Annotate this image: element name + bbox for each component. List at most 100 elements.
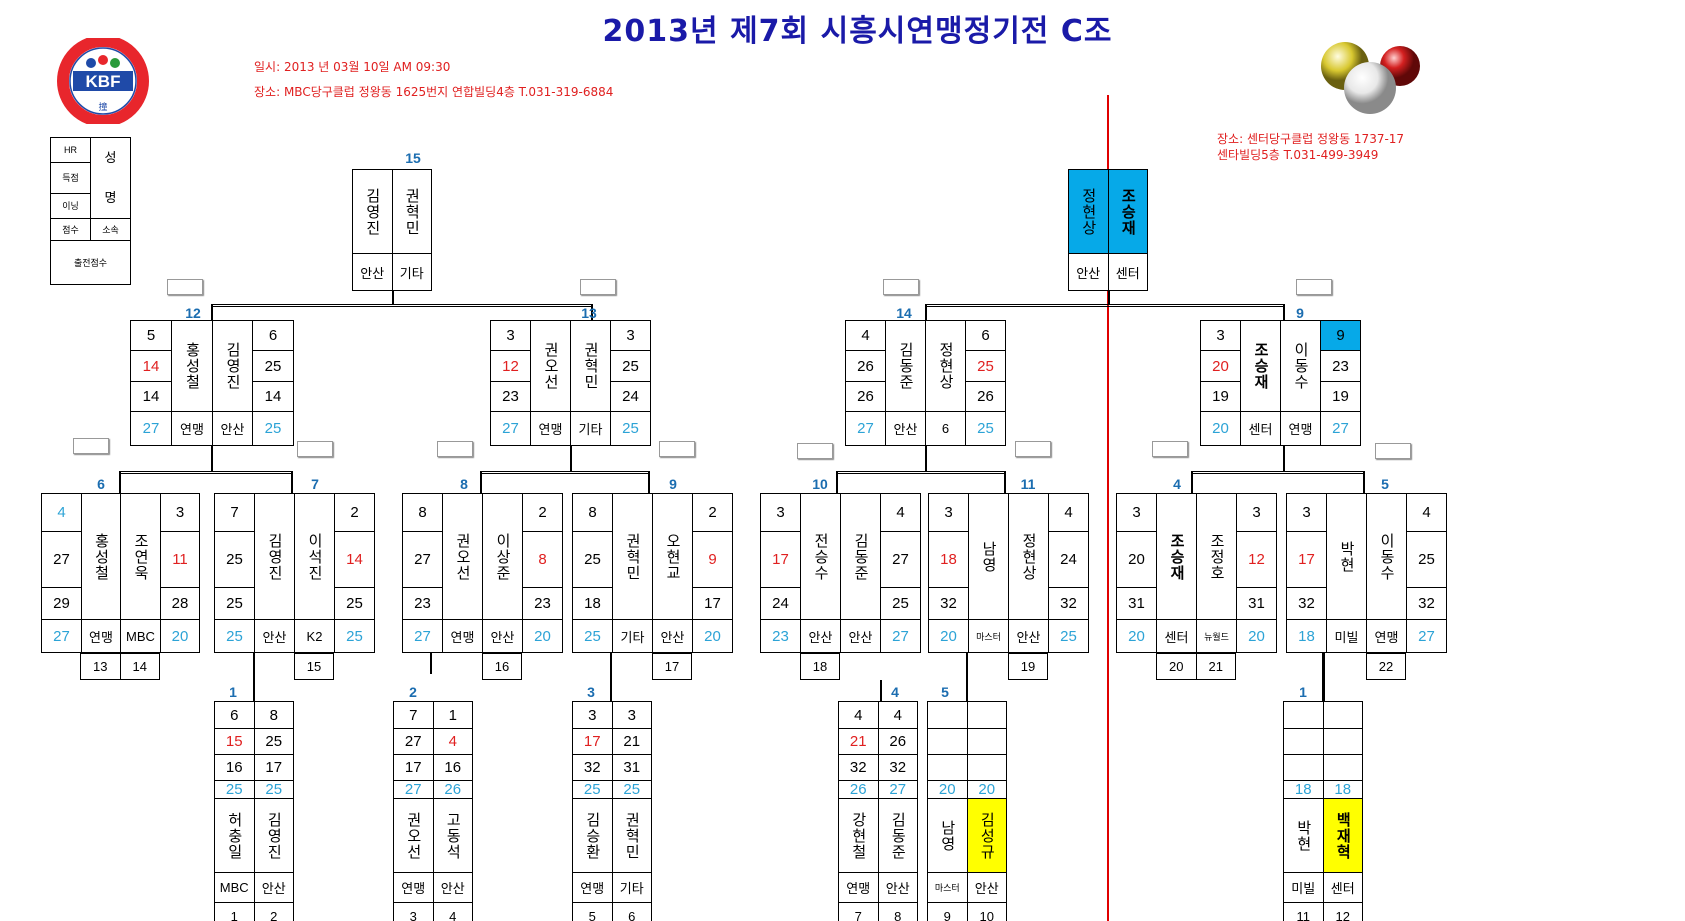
player-name: 김영진 xyxy=(212,319,253,413)
bracket-line xyxy=(1375,443,1411,459)
match-number: 15 xyxy=(405,150,421,166)
score-cell: 안산 xyxy=(253,872,294,903)
score-cell: 26 xyxy=(432,780,473,799)
score-cell: 23 xyxy=(490,380,531,413)
bracket-line xyxy=(1004,471,1006,493)
score-cell: 18 xyxy=(928,531,969,588)
score-cell: 20 xyxy=(1236,619,1277,653)
player-name: 조정호 xyxy=(1196,493,1237,620)
score-cell: 3 xyxy=(760,493,801,532)
score-cell: 32 xyxy=(1048,587,1089,620)
player-name: 권혁민 xyxy=(570,319,611,413)
match-number: 11 xyxy=(1020,476,1036,492)
score-cell: 22 xyxy=(1366,653,1406,680)
score-cell: 8 xyxy=(253,701,294,729)
player-name: 오현교 xyxy=(652,493,693,620)
player-name: 정현상 xyxy=(1008,493,1049,620)
score-cell: HR xyxy=(50,136,91,164)
score-cell: 4 xyxy=(432,728,473,755)
score-cell: 3 xyxy=(1200,319,1241,352)
score-cell: 2 xyxy=(692,493,733,532)
score-cell: 1 xyxy=(214,902,255,921)
score-cell: 20 xyxy=(966,780,1007,799)
score-cell: 연맹 xyxy=(1280,411,1321,446)
score-cell: 25 xyxy=(253,780,294,799)
score-cell: 24 xyxy=(610,380,651,413)
bracket-line xyxy=(1108,291,1110,305)
score-cell: 안산 xyxy=(885,411,926,446)
score-cell: 27 xyxy=(1406,619,1447,653)
score-cell: 15 xyxy=(294,653,334,680)
player-name: 김성규 xyxy=(966,798,1007,873)
match-number: 6 xyxy=(97,476,105,492)
score-cell xyxy=(927,728,968,755)
score-cell: 연맹 xyxy=(81,619,121,653)
score-cell: 27 xyxy=(130,411,172,446)
score-cell: 4 xyxy=(845,319,886,352)
bracket-line xyxy=(883,279,919,295)
score-cell: 안산 xyxy=(1068,253,1109,291)
score-cell: 25 xyxy=(1406,531,1447,588)
bracket-line xyxy=(570,446,572,472)
score-cell: 연맹 xyxy=(393,872,434,903)
score-cell: 득점 xyxy=(50,162,91,194)
score-cell: 4 xyxy=(1406,493,1447,532)
player-name: 김영진 xyxy=(254,493,295,620)
score-cell: 25 xyxy=(334,619,375,653)
score-cell: MBC xyxy=(120,619,161,653)
player-name: 권혁민 xyxy=(612,493,653,620)
score-cell: 3 xyxy=(1116,493,1157,532)
bracket-line xyxy=(880,680,882,701)
score-cell: 13 xyxy=(80,653,121,680)
score-cell: 25 xyxy=(965,350,1006,382)
score-cell: 11 xyxy=(1283,902,1324,921)
score-cell: 8 xyxy=(402,493,443,532)
match-number: 10 xyxy=(812,476,828,492)
venue-center-line1: 장소: 센터당구클럽 정왕동 1737-17 xyxy=(1217,132,1405,146)
score-cell: 1 xyxy=(432,701,473,729)
score-cell: 25 xyxy=(572,531,613,588)
venue-center-line2: 센타빌딩5층 T.031-499-3949 xyxy=(1217,148,1379,162)
bracket-line xyxy=(119,471,293,474)
score-cell: 20 xyxy=(928,619,969,653)
bracket-line xyxy=(392,291,394,305)
bracket-line xyxy=(430,672,432,674)
division-line xyxy=(1107,95,1109,921)
score-cell: 25 xyxy=(1048,619,1089,653)
score-cell: 12 xyxy=(1236,531,1277,588)
score-cell: MBC xyxy=(214,872,255,903)
score-cell: 18 xyxy=(1322,780,1363,799)
match-number: 13 xyxy=(581,305,597,321)
score-cell: 27 xyxy=(845,411,886,446)
player-name: 허충일 xyxy=(214,798,255,873)
score-cell: 3 xyxy=(160,493,200,532)
score-cell xyxy=(927,754,968,781)
score-cell xyxy=(966,701,1007,729)
player-name: 김영진 xyxy=(253,798,294,873)
bracket-line xyxy=(925,304,927,320)
score-cell: 20 xyxy=(1200,411,1241,446)
score-cell: 안산 xyxy=(432,872,473,903)
score-cell: 25 xyxy=(611,780,652,799)
score-cell: 2 xyxy=(522,493,563,532)
score-cell: 4 xyxy=(432,902,473,921)
bracket-line xyxy=(253,653,255,701)
player-name: 이동수 xyxy=(1280,319,1321,413)
score-cell: 센터 xyxy=(1156,619,1197,653)
score-cell: 3 xyxy=(611,701,652,729)
player-name: 박현 xyxy=(1283,798,1324,873)
score-cell: 4 xyxy=(1048,493,1089,532)
score-cell: 출전점수 xyxy=(50,240,131,285)
match-number: 7 xyxy=(311,476,319,492)
score-cell: 14 xyxy=(130,380,172,413)
score-cell xyxy=(1322,754,1363,781)
score-cell: 26 xyxy=(845,380,886,413)
bracket-line xyxy=(1363,471,1365,493)
match-number: 5 xyxy=(941,684,949,700)
player-name: 정현상 xyxy=(925,319,966,413)
player-name: 박현 xyxy=(1326,493,1367,620)
bracket-line xyxy=(925,446,927,472)
